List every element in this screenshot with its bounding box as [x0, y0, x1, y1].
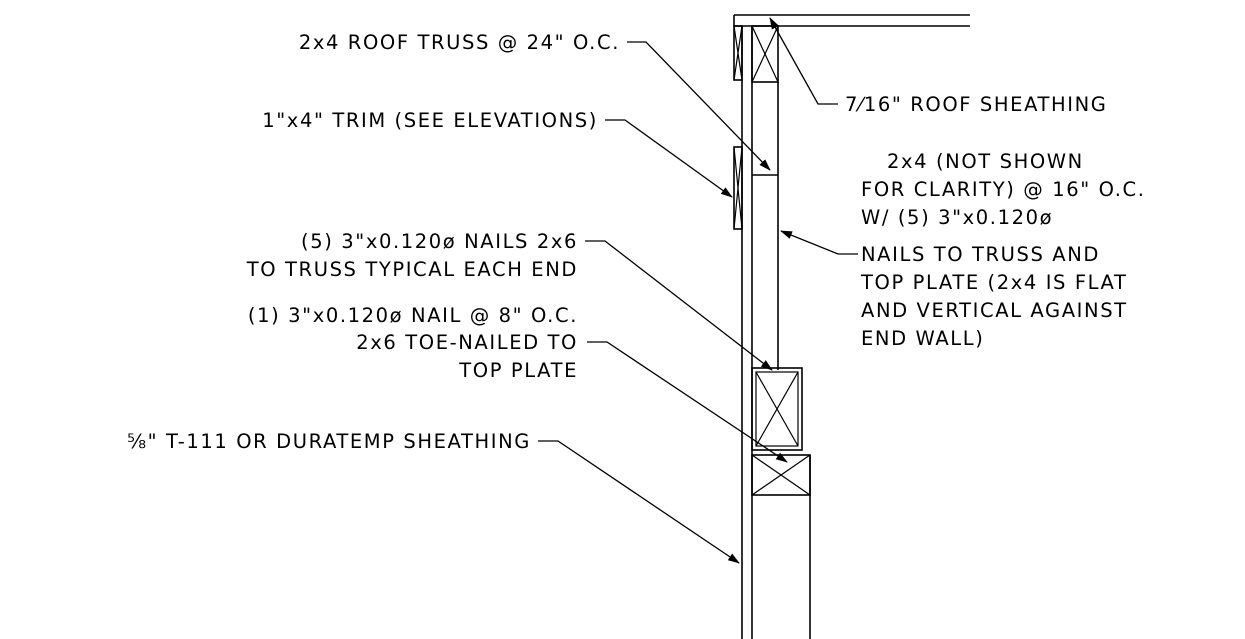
leader-trim [605, 119, 733, 198]
label-roof-truss: 2x4 ROOF TRUSS @ 24" O.C. [299, 31, 620, 54]
label-wall-sheathing: ⅝" T-111 OR DURATEMP SHEATHING [127, 430, 531, 453]
label-roof-sheathing: 7⁄16" ROOF SHEATHING [845, 93, 1108, 116]
leader-roof-sheathing [769, 17, 838, 105]
label-nails-2x6-line-2: TO TRUSS TYPICAL EACH END [246, 258, 578, 281]
label-trim: 1"x4" TRIM (SEE ELEVATIONS) [262, 109, 598, 132]
fascia-trim-block [733, 25, 743, 81]
label-nails-2x6-line-1: (5) 3"x0.120ø NAILS 2x6 [301, 230, 578, 253]
label-blocking-line-4: NAILS TO TRUSS AND [861, 243, 1100, 266]
label-toe-nail-line-2: 2x6 TOE-NAILED TO [356, 331, 578, 354]
leader-nails-2x6 [585, 240, 773, 371]
leader-roof-truss [627, 41, 771, 171]
top-plate-block [751, 454, 811, 496]
label-blocking-line-2: FOR CLARITY) @ 16" O.C. [861, 178, 1146, 201]
label-toe-nail-line-3: TOP PLATE [458, 359, 578, 382]
leader-lines [538, 17, 858, 564]
trim-1x4 [733, 146, 743, 230]
callout-labels: 2x4 ROOF TRUSS @ 24" O.C. 1"x4" TRIM (SE… [127, 31, 1146, 453]
leader-wall-sheathing [538, 440, 740, 564]
roof-sheathing-line [733, 14, 970, 27]
leader-blocking-2x4 [780, 230, 858, 255]
label-blocking-line-3: W/ (5) 3"x0.120ø [861, 206, 1053, 229]
wall-section-geometry [733, 14, 970, 639]
wall-sheathing-lines [741, 26, 753, 639]
label-blocking-line-1: 2x4 (NOT SHOWN [887, 150, 1084, 173]
leader-toe-nail [587, 341, 788, 463]
label-blocking-line-6: AND VERTICAL AGAINST [861, 299, 1128, 322]
block-2x6 [751, 367, 803, 451]
label-blocking-line-5: TOP PLATE (2x4 IS FLAT [860, 271, 1128, 294]
label-toe-nail-line-1: (1) 3"x0.120ø NAIL @ 8" O.C. [248, 304, 578, 327]
truss-top-block [751, 25, 779, 83]
stud-outline [752, 82, 779, 370]
label-blocking-line-7: END WALL) [861, 327, 984, 350]
